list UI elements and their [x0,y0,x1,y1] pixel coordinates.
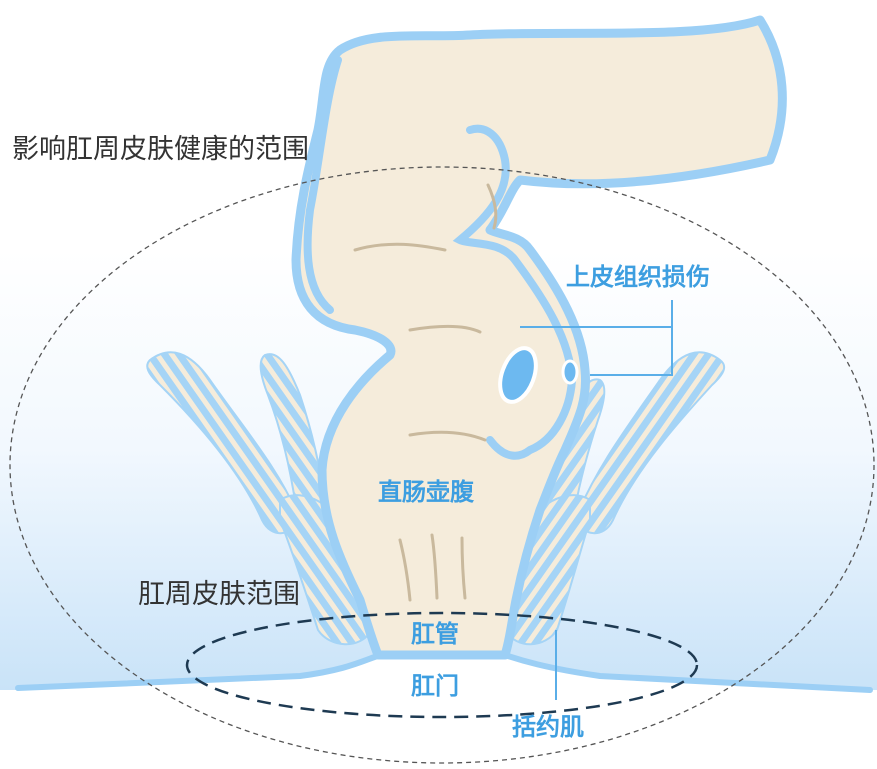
fold-line-7 [486,183,498,230]
rectum-inner-lining [303,56,577,460]
rectum-body [291,15,787,660]
fold-line-2 [408,324,482,334]
fold-line-5 [430,533,439,600]
perianal-range-ellipse [185,611,699,719]
lesion-small [561,359,579,385]
skin-surface [18,655,870,764]
sphincter-label: 括约肌 [512,713,584,741]
anus-label: 肛门 [411,672,459,700]
fold-line-4 [398,538,412,602]
rectal-ampulla-label: 直肠壶腹 [378,478,475,506]
epithelial-leader-line [520,300,673,376]
outer-region-label: 影响肛周皮肤健康的范围 [12,134,309,165]
epithelial-damage-label: 上皮组织损伤 [566,263,710,291]
fold-line-3 [408,430,487,442]
anal-canal-label: 肛管 [411,620,459,648]
skin-surface-line [15,652,873,693]
fold-line-6 [460,536,467,600]
fold-line-1 [353,242,447,252]
right-outer-muscle [573,351,726,535]
outer-range-ellipse [9,166,875,764]
perianal-region-label: 肛周皮肤范围 [138,579,300,610]
lesion-large [498,346,538,404]
left-outer-muscle [146,351,302,535]
